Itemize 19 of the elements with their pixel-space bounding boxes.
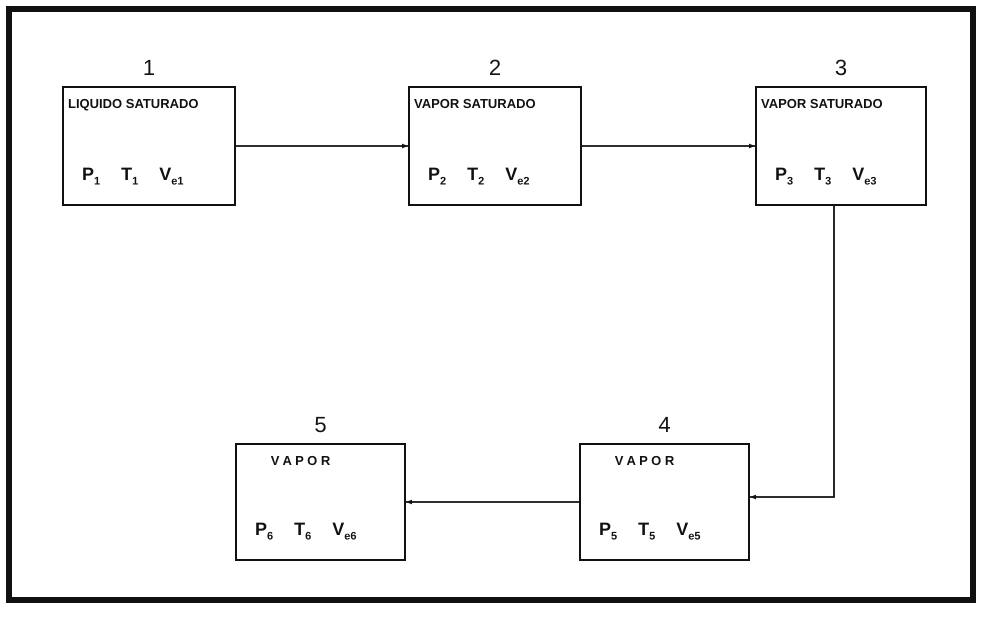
arrow: [236, 144, 408, 148]
step-number: 5: [314, 413, 327, 437]
step-number: 1: [142, 56, 156, 80]
state-variables: P$_{2}$ T$_{2}$ V$_{e2}$: [428, 164, 530, 188]
step-number: 2: [488, 56, 502, 80]
step-number: 4: [658, 413, 671, 437]
state-variables: P$_{6}$ T$_{6}$ V$_{e6}$: [255, 519, 357, 543]
state-label: VAPOR SATURADO: [414, 96, 537, 111]
state-variables: P$_{1}$ T$_{1}$ V$_{e1}$: [82, 164, 184, 188]
state-variables: P$_{5}$ T$_{5}$ V$_{e5}$: [599, 519, 701, 543]
arrow: [750, 206, 835, 500]
state-label: LIQUIDO SATURADO: [68, 96, 200, 111]
step-number: 3: [834, 56, 848, 80]
arrow: [406, 500, 579, 504]
state-label: V A P O R: [270, 453, 332, 468]
state-variables: P$_{3}$ T$_{3}$ V$_{e3}$: [775, 164, 877, 188]
state-label: VAPOR SATURADO: [761, 96, 884, 111]
state-label: V A P O R: [614, 453, 676, 468]
arrow: [582, 144, 755, 148]
